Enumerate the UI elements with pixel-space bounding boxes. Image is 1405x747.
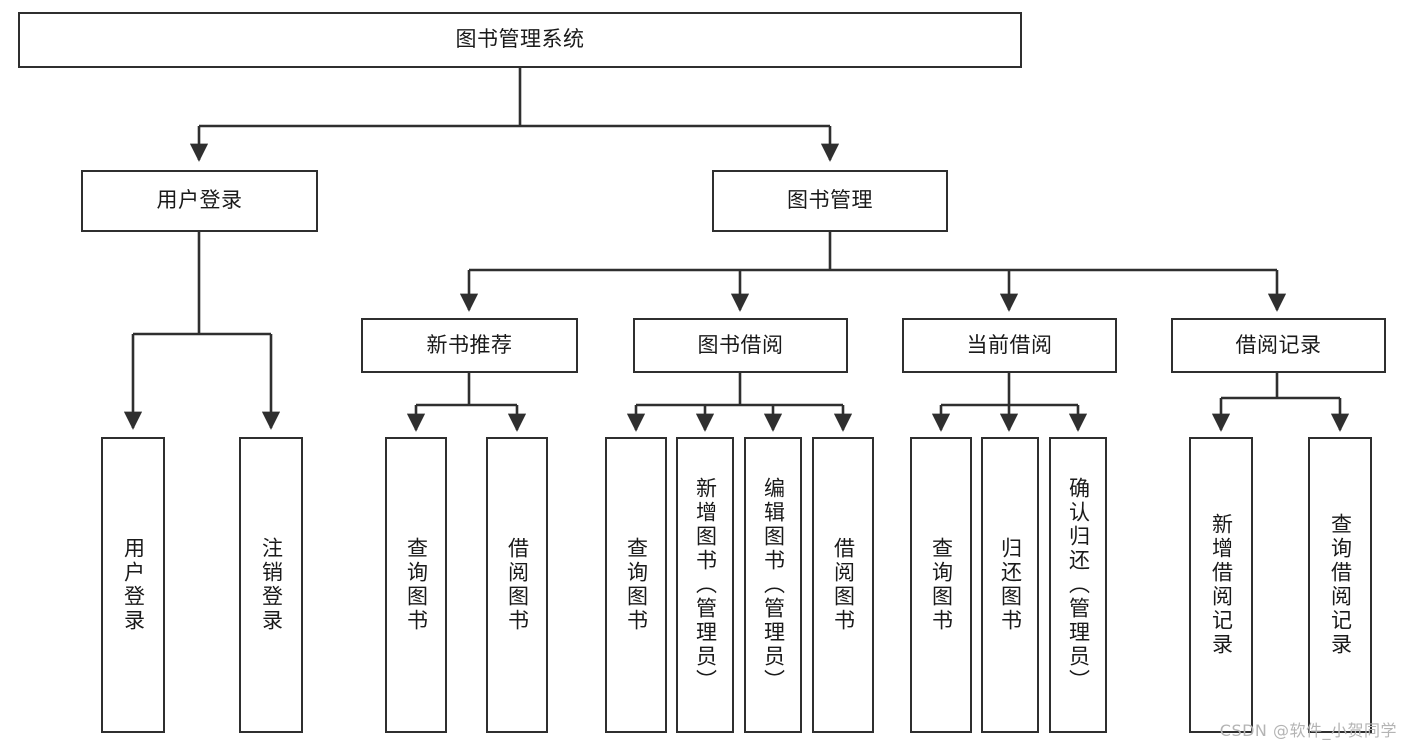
node-label: 图书管理系统 bbox=[455, 27, 585, 52]
node-root-system[interactable]: 图书管理系统 bbox=[18, 12, 1022, 68]
node-label: 确认归还（管理员） bbox=[1066, 477, 1091, 693]
leaf-query-book-recommend[interactable]: 查询图书 bbox=[385, 437, 447, 733]
leaf-add-borrow-record[interactable]: 新增借阅记录 bbox=[1189, 437, 1253, 733]
node-label: 借阅图书 bbox=[831, 537, 856, 633]
leaf-edit-book-admin[interactable]: 编辑图书（管理员） bbox=[744, 437, 802, 733]
node-label: 用户登录 bbox=[156, 188, 243, 213]
node-label: 归还图书 bbox=[998, 537, 1023, 633]
node-label: 查询图书 bbox=[624, 537, 649, 633]
leaf-query-borrow-record[interactable]: 查询借阅记录 bbox=[1308, 437, 1372, 733]
leaf-query-book-borrow[interactable]: 查询图书 bbox=[605, 437, 667, 733]
leaf-logout-login[interactable]: 注销登录 bbox=[239, 437, 303, 733]
node-borrow-record[interactable]: 借阅记录 bbox=[1171, 318, 1386, 373]
node-book-borrow[interactable]: 图书借阅 bbox=[633, 318, 848, 373]
leaf-query-book-current[interactable]: 查询图书 bbox=[910, 437, 972, 733]
leaf-borrow-book[interactable]: 借阅图书 bbox=[812, 437, 874, 733]
node-label: 借阅图书 bbox=[505, 537, 530, 633]
leaf-user-login[interactable]: 用户登录 bbox=[101, 437, 165, 733]
leaf-borrow-book-recommend[interactable]: 借阅图书 bbox=[486, 437, 548, 733]
node-user-login[interactable]: 用户登录 bbox=[81, 170, 318, 232]
node-current-borrow[interactable]: 当前借阅 bbox=[902, 318, 1117, 373]
node-label: 查询图书 bbox=[929, 537, 954, 633]
node-label: 图书管理 bbox=[787, 188, 873, 213]
node-label: 新增图书（管理员） bbox=[693, 477, 718, 693]
node-label: 新书推荐 bbox=[426, 332, 513, 357]
node-label: 查询图书 bbox=[404, 537, 429, 633]
node-label: 图书借阅 bbox=[697, 332, 784, 357]
node-book-management[interactable]: 图书管理 bbox=[712, 170, 948, 232]
node-label: 注销登录 bbox=[259, 537, 284, 633]
node-label: 借阅记录 bbox=[1235, 332, 1322, 357]
node-label: 编辑图书（管理员） bbox=[761, 477, 786, 693]
leaf-confirm-return-admin[interactable]: 确认归还（管理员） bbox=[1049, 437, 1107, 733]
node-label: 当前借阅 bbox=[966, 332, 1053, 357]
node-label: 用户登录 bbox=[121, 537, 146, 633]
leaf-return-book[interactable]: 归还图书 bbox=[981, 437, 1039, 733]
csdn-watermark: CSDN @软件_小贺同学 bbox=[1219, 721, 1397, 740]
node-new-book-recommend[interactable]: 新书推荐 bbox=[361, 318, 578, 373]
node-label: 查询借阅记录 bbox=[1328, 513, 1353, 657]
node-label: 新增借阅记录 bbox=[1209, 513, 1234, 657]
leaf-add-book-admin[interactable]: 新增图书（管理员） bbox=[676, 437, 734, 733]
